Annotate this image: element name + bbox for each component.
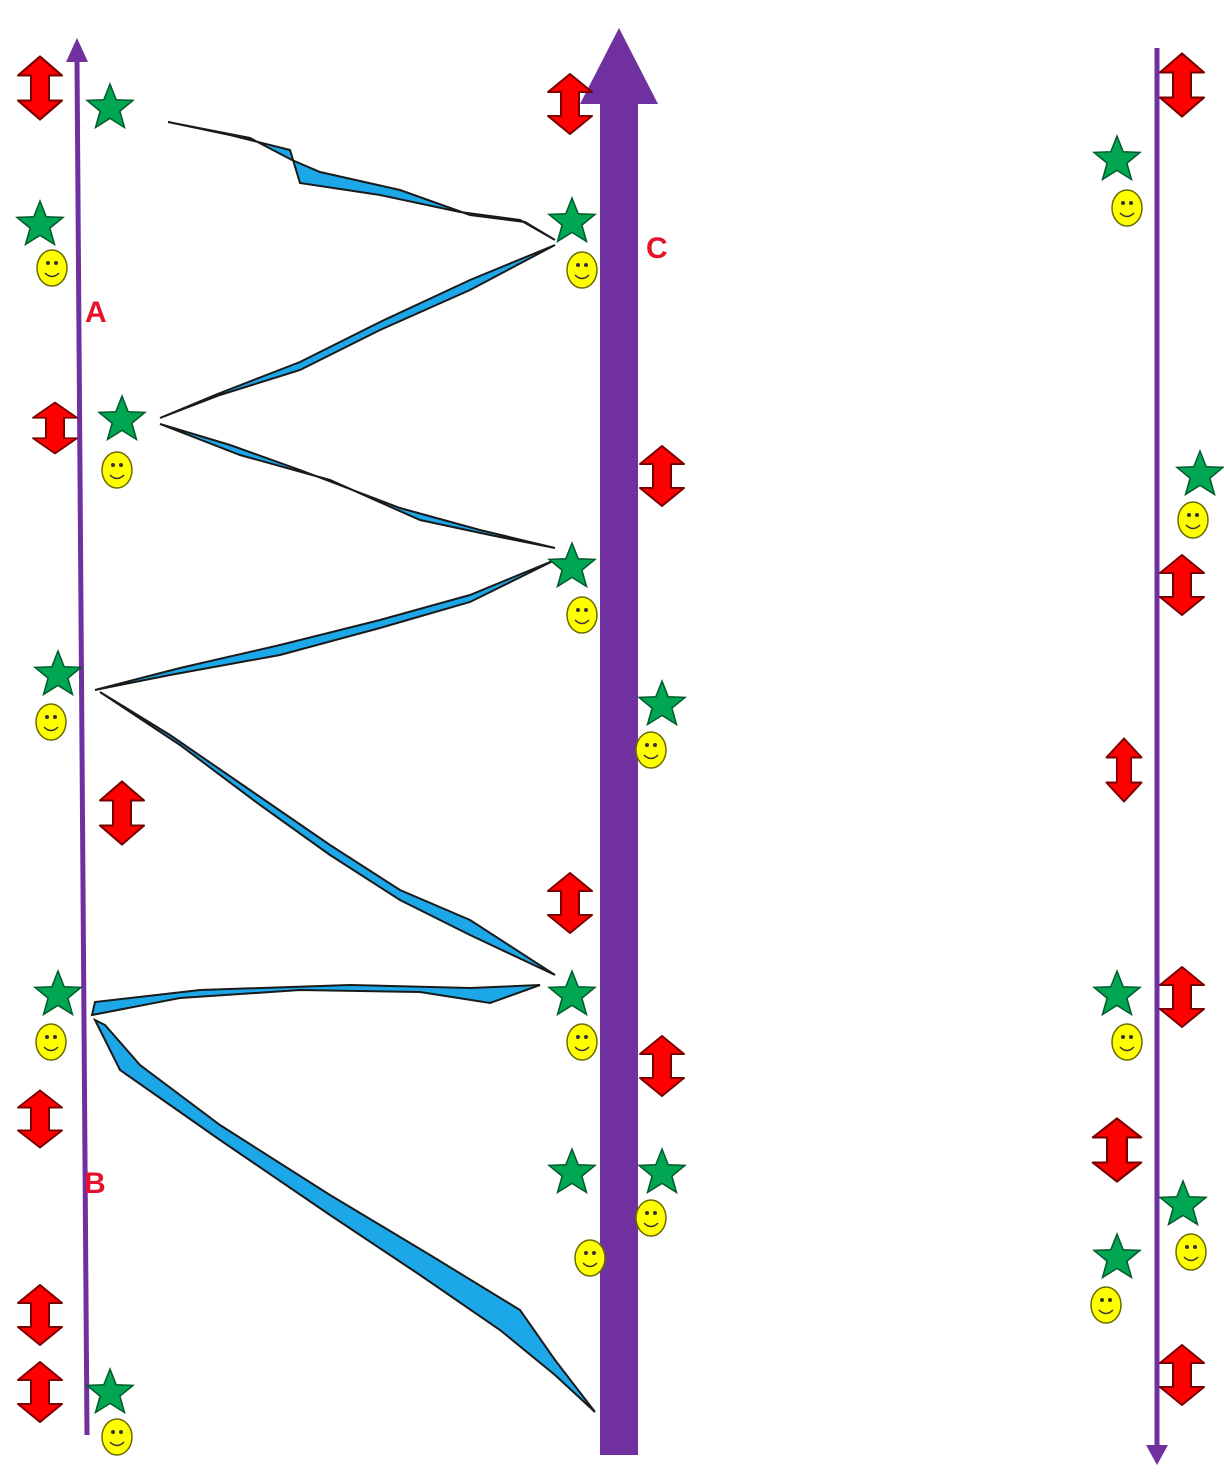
labels: A B C xyxy=(84,232,668,1200)
double-headed-arrow-icon xyxy=(98,780,146,846)
smiley-icon xyxy=(635,1199,667,1237)
star-icon xyxy=(1093,135,1141,181)
smiley-icon xyxy=(1111,1023,1143,1061)
double-headed-arrow-icon xyxy=(639,1035,685,1097)
ribbon-segment xyxy=(159,244,556,419)
double-headed-arrow-icon xyxy=(547,872,593,934)
smiley-icon xyxy=(635,731,667,769)
ribbon-segment xyxy=(167,121,556,241)
star-icon xyxy=(638,1148,686,1194)
smiley-icon xyxy=(35,1023,67,1061)
double-headed-arrow-icon xyxy=(32,401,78,455)
double-headed-arrow-icon xyxy=(1105,737,1143,803)
smiley-icon xyxy=(1177,501,1209,539)
double-headed-arrow-icon xyxy=(1159,1344,1205,1406)
star-icon xyxy=(86,1368,134,1414)
smiley-icon xyxy=(1090,1286,1122,1324)
star-icon xyxy=(548,970,596,1016)
star-icon xyxy=(1159,1180,1207,1226)
double-headed-arrow-icon xyxy=(1158,52,1206,118)
ribbon-segment xyxy=(94,559,556,691)
ribbon-segment xyxy=(159,423,556,549)
smiley-icon xyxy=(566,1023,598,1061)
label-b: B xyxy=(84,1167,106,1200)
ribbon-segment xyxy=(92,1017,596,1413)
star-icon xyxy=(548,1148,596,1194)
double-headed-arrow-icon xyxy=(1159,554,1205,616)
axis-center-arrowhead xyxy=(580,28,658,104)
star-icon xyxy=(98,395,146,441)
star-icon xyxy=(34,650,82,696)
double-headed-arrow-icon xyxy=(16,55,64,121)
smiley-icon xyxy=(574,1239,606,1277)
star-icon xyxy=(1093,1233,1141,1279)
label-c: C xyxy=(646,232,668,265)
label-a: A xyxy=(85,296,107,329)
smiley-icon xyxy=(36,249,68,287)
star-icon xyxy=(638,680,686,726)
axes xyxy=(66,28,1168,1465)
double-headed-arrow-icon xyxy=(1159,966,1205,1028)
smiley-icon xyxy=(35,703,67,741)
double-headed-arrow-icon xyxy=(639,445,685,507)
smiley-icon xyxy=(101,451,133,489)
star-icon xyxy=(1176,450,1224,496)
axis-right-arrowhead xyxy=(1146,1445,1168,1465)
star-icon xyxy=(1093,970,1141,1016)
smiley-icon xyxy=(101,1418,133,1456)
double-headed-arrow-icon xyxy=(17,1089,63,1149)
ribbon-segment xyxy=(90,983,541,1017)
star-icon xyxy=(34,970,82,1016)
double-headed-arrow-icon xyxy=(17,1361,63,1423)
star-icon xyxy=(548,542,596,588)
double-headed-arrow-icon xyxy=(1091,1117,1143,1183)
star-icon xyxy=(16,200,64,246)
smiley-icon xyxy=(566,596,598,634)
star-icon xyxy=(548,197,596,243)
axis-center-shaft xyxy=(600,100,638,1455)
zigzag-ribbons xyxy=(90,121,596,1413)
star-icon xyxy=(86,83,134,129)
smiley-icon xyxy=(1111,189,1143,227)
axis-left-arrowhead xyxy=(66,38,88,62)
smiley-icon xyxy=(1175,1233,1207,1271)
ribbon-segment xyxy=(99,691,556,976)
axis-left xyxy=(74,61,90,1436)
double-headed-arrow-icon xyxy=(17,1284,63,1346)
smiley-icon xyxy=(566,251,598,289)
